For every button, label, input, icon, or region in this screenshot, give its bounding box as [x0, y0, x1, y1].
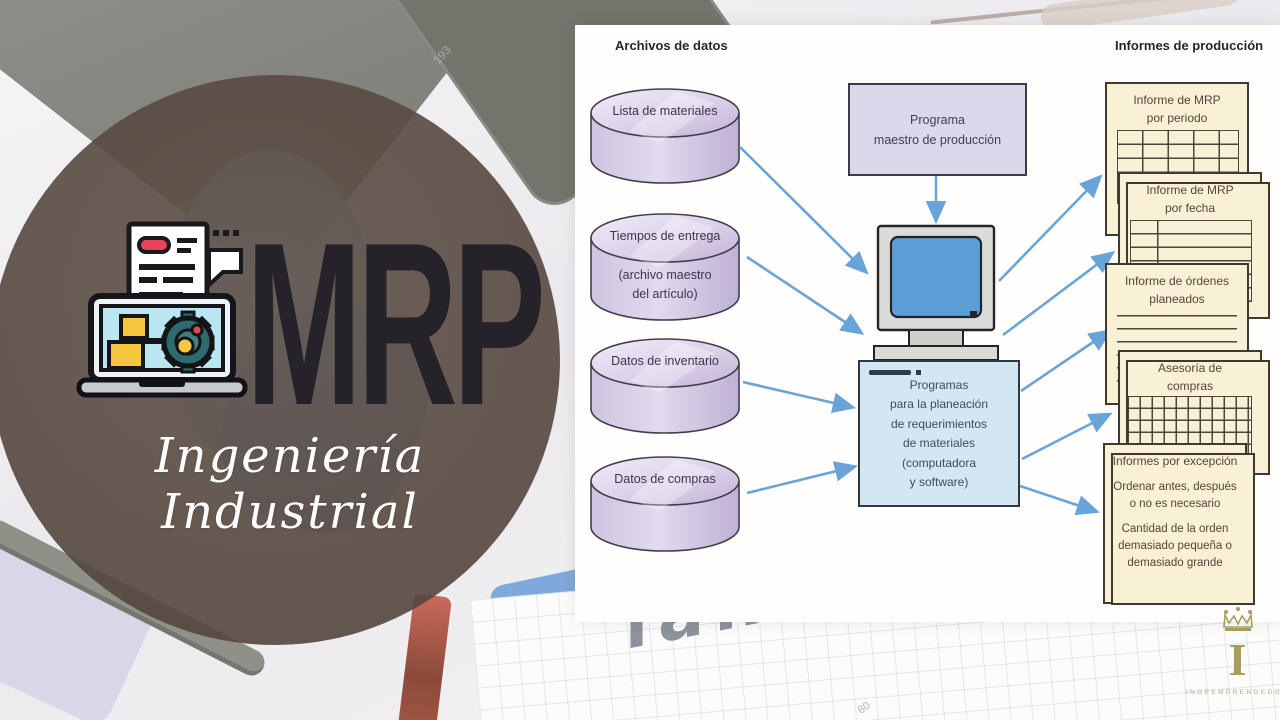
mrp-title: MRP — [246, 195, 546, 454]
mrp-diagram-panel: Archivos de datos Informes de producción — [575, 25, 1280, 622]
disk-button-icon — [916, 370, 921, 375]
mrp-program-text: Programas para la planeación de requerim… — [889, 378, 989, 490]
data-files-header: Archivos de datos — [615, 38, 728, 53]
report-exceptions: Informes por excepción Ordenar antes, de… — [1103, 443, 1255, 605]
cylinder-label-materials: Lista de materiales — [612, 104, 718, 118]
logo-initial: I — [1228, 634, 1247, 685]
mrp-logo-icon — [76, 221, 248, 398]
cylinder-label-leadtimes: Tiempos de entrega — [609, 229, 721, 243]
master-schedule-box: Programa maestro de producción — [848, 83, 1027, 176]
report-body-text: Ordenar antes, después o no es necesario — [1113, 481, 1237, 510]
production-reports-header: Informes de producción — [1115, 38, 1264, 53]
report-title: Informe de MRP por periodo — [1133, 93, 1221, 125]
report-title: Informe de órdenes planeados — [1124, 274, 1230, 306]
cylinder-sublabel-leadtimes: (archivo maestro del artículo) — [618, 268, 712, 301]
cylinder-tiempos-de-entrega — [590, 213, 740, 321]
report-title: Asesoría de compras — [1157, 361, 1223, 393]
flow-arrows — [739, 146, 1116, 516]
report-title: Informe de MRP por fecha — [1146, 183, 1234, 215]
report-title: Informes por excepción — [1112, 454, 1238, 468]
cylinder-label-purchasing: Datos de compras — [614, 472, 716, 486]
channel-logo: I INGEEMPRENDEDOR — [1180, 606, 1280, 696]
diagram-shapes — [590, 88, 1116, 552]
computer-icon — [873, 224, 999, 361]
subtitle-script: Ingeniería Industrial — [154, 428, 426, 540]
mrp-program-box: Programas para la planeación de requerim… — [858, 360, 1020, 507]
report-body-text: Cantidad de la orden demasiado pequeña o… — [1118, 523, 1232, 569]
cylinder-lista-de-materiales — [590, 88, 740, 184]
crown-icon — [1222, 607, 1253, 631]
disk-slot-icon — [869, 370, 911, 375]
logo-name: INGEEMPRENDEDOR — [1185, 689, 1280, 696]
cylinder-datos-de-inventario — [590, 338, 740, 434]
cylinder-label-inventory: Datos de inventario — [611, 354, 719, 368]
cylinder-datos-de-compras — [590, 456, 740, 552]
